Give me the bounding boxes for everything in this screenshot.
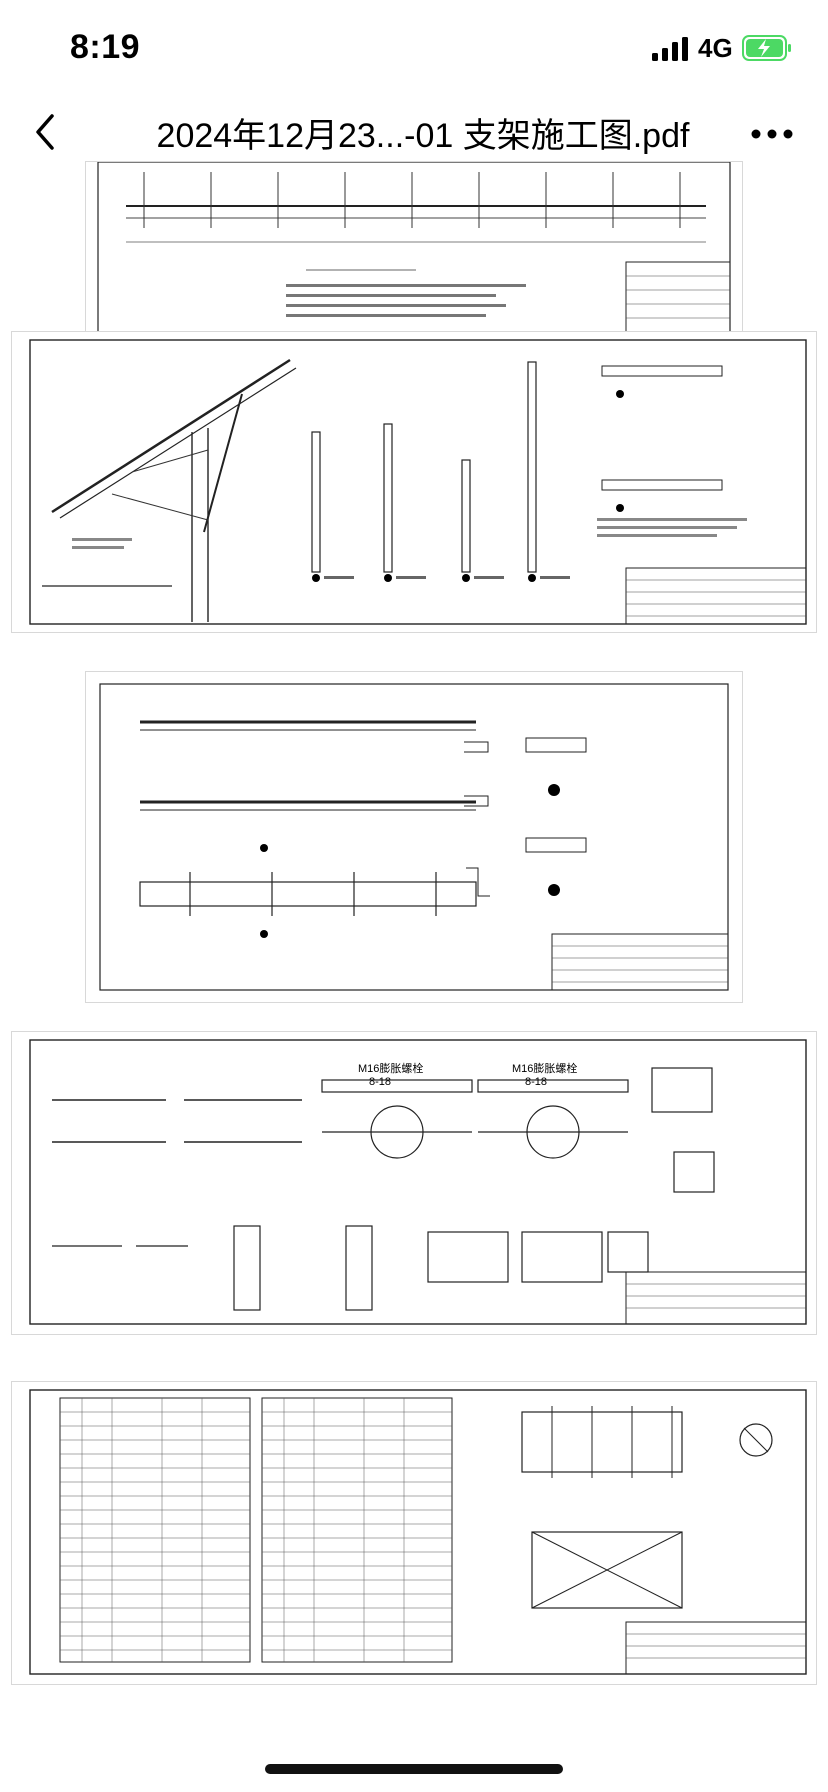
pdf-page-5[interactable] [12, 1382, 816, 1684]
home-indicator[interactable] [265, 1764, 563, 1774]
bolt-label-b: M16膨胀螺栓 [512, 1061, 577, 1075]
status-bar: 8:19 4G [0, 0, 828, 96]
drawing-sheet-5 [29, 1389, 807, 1675]
bolt-size-a: 8-18 [369, 1076, 391, 1088]
pdf-page-4[interactable]: M16膨胀螺栓 M16膨胀螺栓 8-18 8-18 [12, 1032, 816, 1334]
pdf-viewer[interactable]: M16膨胀螺栓 M16膨胀螺栓 8-18 8-18 [0, 162, 828, 1732]
drawing-sheet-1 [97, 162, 731, 475]
chevron-left-icon[interactable] [30, 110, 60, 154]
pdf-page-3[interactable] [86, 672, 742, 1002]
navigation-bar: 2024年12月23...-01 支架施工图.pdf [0, 96, 828, 172]
drawing-sheet-3 [99, 683, 729, 991]
battery-charging-icon [742, 35, 791, 61]
drawing-sheet-2 [29, 339, 807, 625]
cellular-signal-icon [652, 37, 688, 61]
ellipsis-icon[interactable] [750, 128, 794, 140]
drawing-sheet-4: M16膨胀螺栓 M16膨胀螺栓 8-18 8-18 [29, 1039, 807, 1325]
status-time: 8:19 [70, 28, 141, 66]
network-type: 4G [698, 33, 733, 63]
pdf-page-2[interactable] [12, 332, 816, 632]
bolt-label-a: M16膨胀螺栓 [358, 1061, 423, 1075]
document-title: 2024年12月23...-01 支架施工图.pdf [156, 117, 690, 155]
bolt-size-b: 8-18 [525, 1076, 547, 1088]
